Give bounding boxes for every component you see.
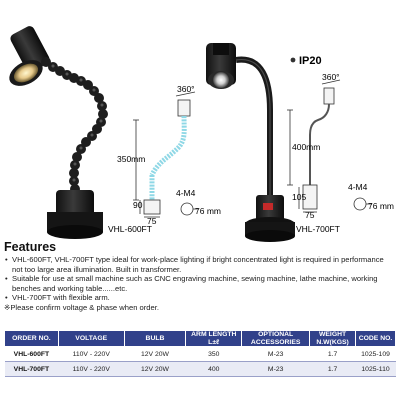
- arm-length-title: ARM LENGTH: [191, 331, 237, 338]
- left-angle-label: 360°: [177, 84, 195, 94]
- left-hole-label: 76 mm: [195, 206, 221, 216]
- weight-unit: N.W(KGS): [316, 338, 349, 346]
- right-hole-label: 76 mm: [368, 201, 394, 211]
- code-no-cell: 1025-110: [355, 361, 396, 377]
- weight-title: WEIGHT: [318, 331, 347, 338]
- product-illustrations: 360° 350mm 90 75 4-M4 76 mm VHL-600FT IP…: [9, 26, 394, 242]
- col-accessories: OPTIONAL ACCESSORIES: [241, 330, 311, 347]
- vhl-600ft-photo: [9, 26, 108, 239]
- ip-rating: IP20: [299, 55, 322, 67]
- features-section: Features VHL-600FT, VHL-700FT type ideal…: [4, 240, 396, 313]
- right-caption: VHL-700FT: [296, 224, 340, 234]
- voltage-cell: 110V - 220V: [58, 361, 125, 377]
- weight-cell: 1.7: [309, 361, 356, 377]
- feature-item: VHL-600FT, VHL-700FT type ideal for work…: [4, 255, 396, 274]
- order-note: ※Please confirm voltage & phase when ord…: [4, 302, 159, 312]
- right-width-label: 75: [305, 210, 315, 220]
- left-base-label: 90: [133, 200, 143, 210]
- left-caption: VHL-600FT: [108, 224, 152, 234]
- right-thread-label: 4-M4: [348, 182, 368, 192]
- vhl-600ft-drawing: [133, 91, 198, 218]
- vhl-700ft-photo: [206, 43, 295, 242]
- right-length-label: 400mm: [292, 142, 320, 152]
- vhl-700ft-drawing: [287, 79, 372, 213]
- ip-bullet-icon: [290, 57, 296, 63]
- weight-cell: 1.7: [309, 346, 356, 362]
- features-list: VHL-600FT, VHL-700FT type ideal for work…: [4, 255, 396, 303]
- col-bulb: BULB: [123, 330, 187, 347]
- voltage-cell: 110V - 220V: [58, 346, 125, 362]
- left-width-label: 75: [147, 216, 157, 226]
- accessories-cell: M-23: [241, 346, 310, 362]
- right-base-label: 105: [292, 192, 306, 202]
- accessories-cell: M-23: [241, 361, 310, 377]
- features-heading: Features: [4, 240, 57, 254]
- order-no-cell: VHL-600FT: [4, 346, 59, 362]
- table-row: VHL-600FT 110V - 220V 12V 20W 350 M-23 1…: [4, 346, 396, 362]
- table-row: VHL-700FT 110V - 220V 12V 20W 400 M-23 1…: [4, 361, 396, 377]
- feature-item: Suitable for use at small machine such a…: [4, 274, 396, 293]
- arm-length-unit: L±ℓ: [208, 338, 220, 346]
- arm-length-cell: 400: [185, 361, 242, 377]
- arm-length-cell: 350: [185, 346, 242, 362]
- feature-item: VHL-700FT with flexible arm.: [4, 293, 396, 303]
- left-thread-label: 4-M4: [176, 188, 196, 198]
- col-voltage: VOLTAGE: [57, 330, 125, 347]
- order-no-cell: VHL-700FT: [4, 361, 59, 377]
- right-angle-label: 360°: [322, 72, 340, 82]
- bulb-cell: 12V 20W: [124, 346, 186, 362]
- left-length-label: 350mm: [117, 154, 145, 164]
- bulb-cell: 12V 20W: [124, 361, 186, 377]
- col-code-no: CODE NO.: [355, 330, 396, 347]
- col-order-no: ORDER NO.: [4, 330, 59, 347]
- code-no-cell: 1025-109: [355, 346, 396, 362]
